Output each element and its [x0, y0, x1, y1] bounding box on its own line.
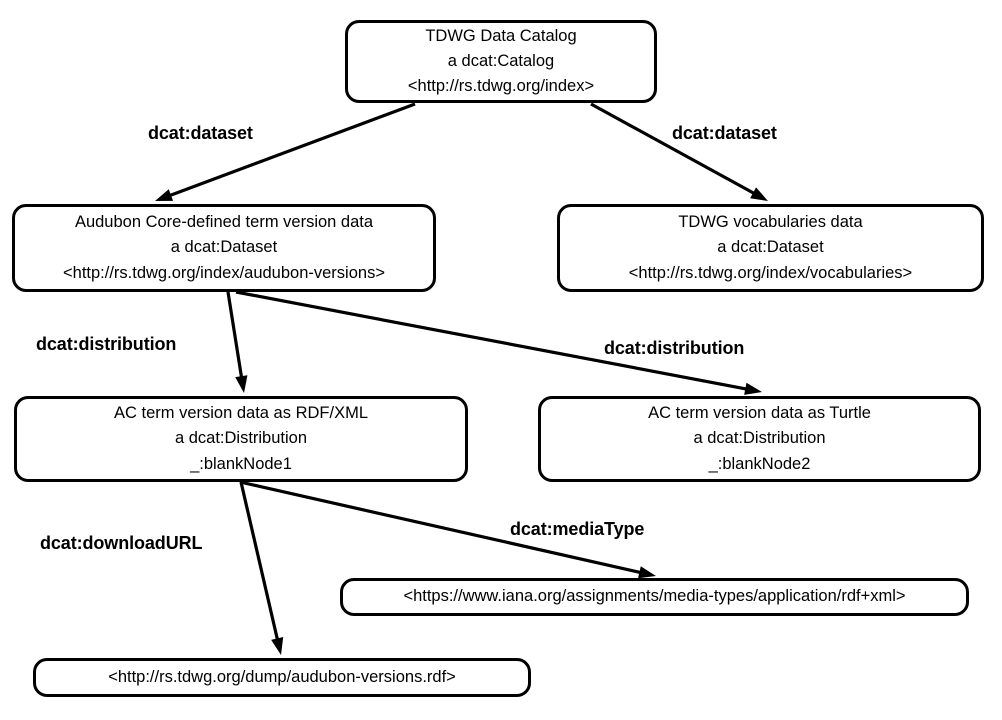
- node-text-line: <http://rs.tdwg.org/index/vocabularies>: [628, 263, 913, 282]
- node-text-line: a dcat:Dataset: [717, 238, 824, 257]
- arrowhead-icon: [271, 637, 284, 655]
- node-text-line: <http://rs.tdwg.org/index>: [407, 77, 595, 96]
- edge-line: [226, 291, 244, 381]
- edge-line: [239, 481, 280, 643]
- edge-line: [166, 102, 416, 198]
- node-text-line: <https://www.iana.org/assignments/media-…: [403, 587, 906, 606]
- arrowhead-icon: [235, 375, 248, 393]
- arrowhead-icon: [744, 382, 762, 395]
- edge-label-e2: dcat:dataset: [672, 123, 777, 143]
- node-text-line: _:blankNode2: [708, 454, 811, 473]
- edge-label-e6: dcat:mediaType: [510, 519, 645, 539]
- edge-label-e3: dcat:distribution: [36, 334, 177, 354]
- node-text-line: a dcat:Catalog: [447, 51, 555, 70]
- node-text-line: a dcat:Distribution: [174, 429, 308, 448]
- node-download-url-iri: <http://rs.tdwg.org/dump/audubon-version…: [33, 658, 531, 697]
- node-text-line: a dcat:Distribution: [693, 429, 826, 448]
- node-text-line: AC term version data as Turtle: [648, 404, 871, 423]
- node-text-line: <http://rs.tdwg.org/dump/audubon-version…: [108, 667, 456, 686]
- arrowhead-icon: [155, 189, 174, 201]
- node-text-line: <http://rs.tdwg.org/index/audubon-versio…: [63, 263, 385, 282]
- node-media-type-iri: <https://www.iana.org/assignments/media-…: [340, 578, 969, 616]
- node-tdwg-vocabularies-dataset: TDWG vocabularies data a dcat:Dataset <htt…: [557, 204, 984, 292]
- edge-label-e4: dcat:distribution: [604, 338, 745, 358]
- edge-label-e5: dcat:downloadURL: [40, 533, 203, 553]
- arrowhead-icon: [750, 187, 768, 201]
- edge-audubon-dataset-to-rdfxml-distribution: [226, 291, 248, 393]
- node-tdwg-data-catalog: TDWG Data Catalog a dcat:Catalog <http://r…: [345, 20, 657, 103]
- node-distribution-rdfxml: AC term version data as RDF/XML a dcat:Di…: [14, 396, 468, 482]
- edge-label-e1: dcat:dataset: [148, 123, 253, 143]
- node-text-line: Audubon Core-defined term version data: [74, 213, 374, 232]
- arrowhead-icon: [638, 566, 656, 579]
- node-distribution-turtle: AC term version data as Turtle a dcat:Dis…: [538, 396, 981, 482]
- node-text-line: a dcat:Dataset: [170, 238, 278, 257]
- node-text-line: AC term version data as RDF/XML: [114, 404, 368, 423]
- edge-catalog-to-audubon-dataset: [155, 102, 416, 201]
- node-audubon-core-dataset: Audubon Core-defined term version data a …: [12, 204, 436, 292]
- edge-rdfxml-distribution-to-download-url: [239, 481, 284, 655]
- node-text-line: _:blankNode1: [190, 454, 292, 473]
- node-text-line: TDWG vocabularies data: [678, 213, 863, 232]
- edge-catalog-to-vocabularies-dataset: [590, 102, 768, 201]
- edge-line: [590, 102, 758, 197]
- node-text-line: TDWG Data Catalog: [425, 26, 577, 45]
